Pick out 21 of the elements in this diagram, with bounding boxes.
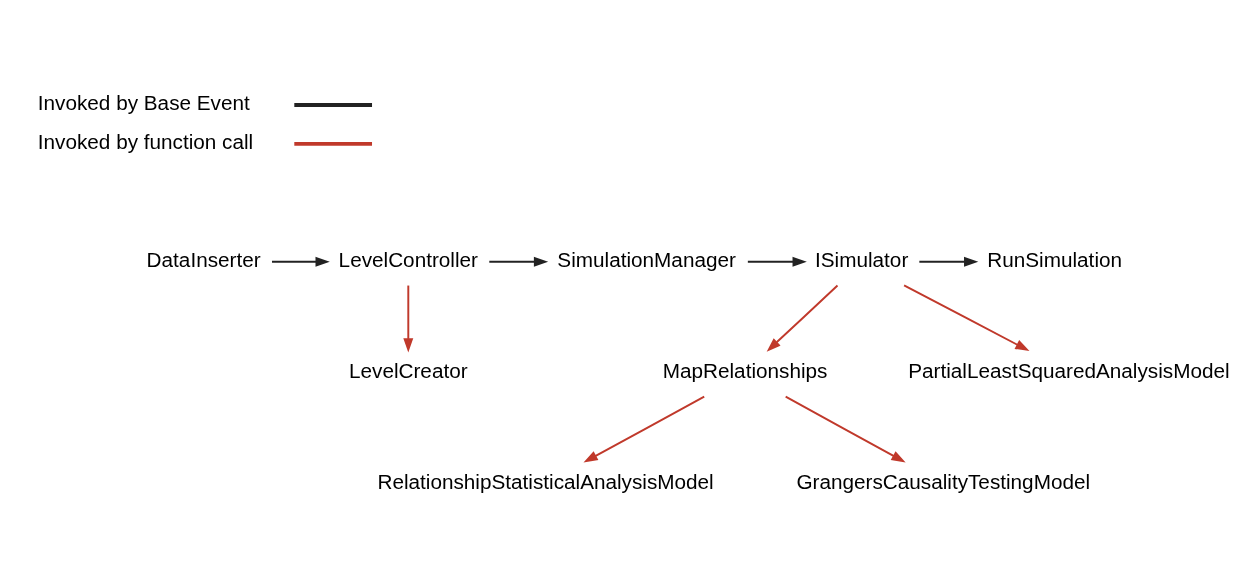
node-text: GrangersCausalityTestingModel: [796, 469, 1091, 493]
node-text: RunSimulation: [987, 247, 1123, 271]
legend-label: Invoked by Base Event: [37, 90, 250, 114]
arrow: [488, 256, 549, 267]
node-text: RelationshipStatisticalAnalysisModel: [377, 469, 714, 493]
arrow: [766, 284, 839, 352]
arrow: [271, 256, 330, 267]
node-text: ISimulator: [815, 247, 909, 271]
legend-label: Invoked by function call: [37, 129, 254, 153]
arrow: [746, 256, 807, 267]
arrow: [784, 395, 906, 463]
arrow: [403, 284, 414, 353]
node-text: LevelController: [338, 247, 478, 271]
node-text: SimulationManager: [557, 247, 736, 271]
node-text: PartialLeastSquaredAnalysisModel: [908, 358, 1230, 382]
arrow: [583, 395, 706, 463]
arrow: [918, 256, 979, 267]
arrow: [903, 283, 1030, 351]
node-text: LevelCreator: [348, 358, 468, 382]
node-text: MapRelationships: [662, 358, 828, 382]
node-text: DataInserter: [146, 247, 261, 271]
